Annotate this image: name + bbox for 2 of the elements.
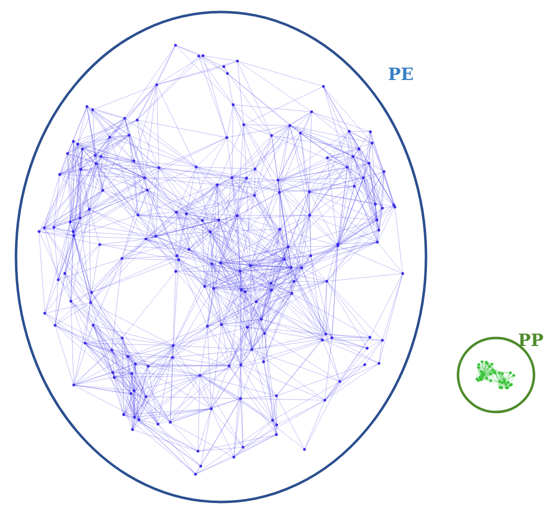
group-heading: PE: [388, 66, 414, 84]
group-heading: PP: [518, 332, 544, 350]
